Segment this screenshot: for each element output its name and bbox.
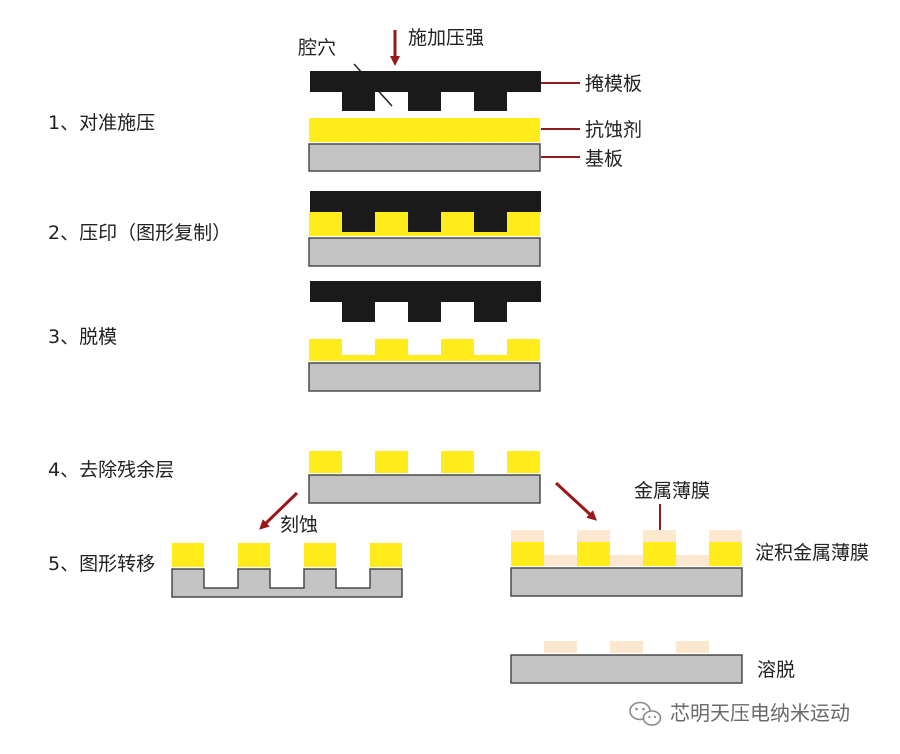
footer-watermark: 芯明天压电纳米运动 xyxy=(629,701,850,726)
resist-block xyxy=(643,542,676,566)
liftoff-illustration: 溶脱 xyxy=(510,641,795,684)
metal-pattern xyxy=(610,641,643,653)
substrate xyxy=(510,567,743,597)
resist-block xyxy=(709,542,742,566)
mold xyxy=(310,71,541,111)
resist-block xyxy=(441,451,474,473)
metal-cap xyxy=(709,530,742,542)
step-1-illustration: 施加压强 腔穴 掩模板 抗蚀剂 基板 xyxy=(298,27,642,172)
metal-cap xyxy=(643,530,676,542)
resist-label: 抗蚀剂 xyxy=(585,119,642,141)
etch-label: 刻蚀 xyxy=(280,514,318,536)
step-1-label: 1、对准施压 xyxy=(48,112,155,134)
substrate xyxy=(308,237,541,267)
resist-block xyxy=(238,543,270,567)
mold-label: 掩模板 xyxy=(585,73,642,95)
substrate xyxy=(308,474,541,504)
resist-block xyxy=(309,451,342,473)
step-5-etch-illustration xyxy=(171,543,403,598)
resist-block xyxy=(370,543,402,567)
resist-block xyxy=(304,543,336,567)
metal-film-gap xyxy=(676,555,709,566)
step-5-deposit-illustration: 金属薄膜 淀积金属薄膜 xyxy=(510,480,869,597)
metal-film-label: 金属薄膜 xyxy=(634,480,710,502)
mold xyxy=(310,191,541,232)
substrate xyxy=(308,362,541,392)
step-3-illustration xyxy=(308,281,541,392)
resist-block xyxy=(577,542,610,566)
substrate xyxy=(308,143,541,172)
step-5-label: 5、图形转移 xyxy=(48,553,155,575)
resist-block xyxy=(375,451,408,473)
deposit-arrow xyxy=(554,481,597,521)
metal-pattern xyxy=(676,641,709,653)
etch-arrow xyxy=(259,491,299,530)
substrate xyxy=(510,654,743,684)
metal-film-gap xyxy=(544,555,577,566)
cavity-label: 腔穴 xyxy=(298,37,336,59)
metal-cap xyxy=(511,530,544,542)
patterned-resist xyxy=(309,339,540,361)
step-3-label: 3、脱模 xyxy=(48,326,117,348)
resist-layer xyxy=(309,118,540,142)
pressure-label: 施加压强 xyxy=(408,27,484,49)
deposit-label: 淀积金属薄膜 xyxy=(755,542,869,564)
step-4-illustration: 刻蚀 xyxy=(259,451,597,536)
liftoff-label: 溶脱 xyxy=(757,659,795,681)
resist-block xyxy=(507,451,540,473)
step-2-label: 2、压印（图形复制） xyxy=(48,222,231,244)
substrate-label: 基板 xyxy=(585,148,623,170)
etched-substrate xyxy=(171,568,403,598)
step-4-label: 4、去除残余层 xyxy=(48,459,174,481)
resist-block xyxy=(172,543,204,567)
step-2-illustration xyxy=(308,191,541,267)
metal-pattern xyxy=(544,641,577,653)
footer-text: 芯明天压电纳米运动 xyxy=(670,701,850,725)
metal-film-gap xyxy=(610,555,643,566)
metal-cap xyxy=(577,530,610,542)
resist-block xyxy=(511,542,544,566)
wechat-icon xyxy=(629,701,662,726)
mold xyxy=(310,281,541,322)
